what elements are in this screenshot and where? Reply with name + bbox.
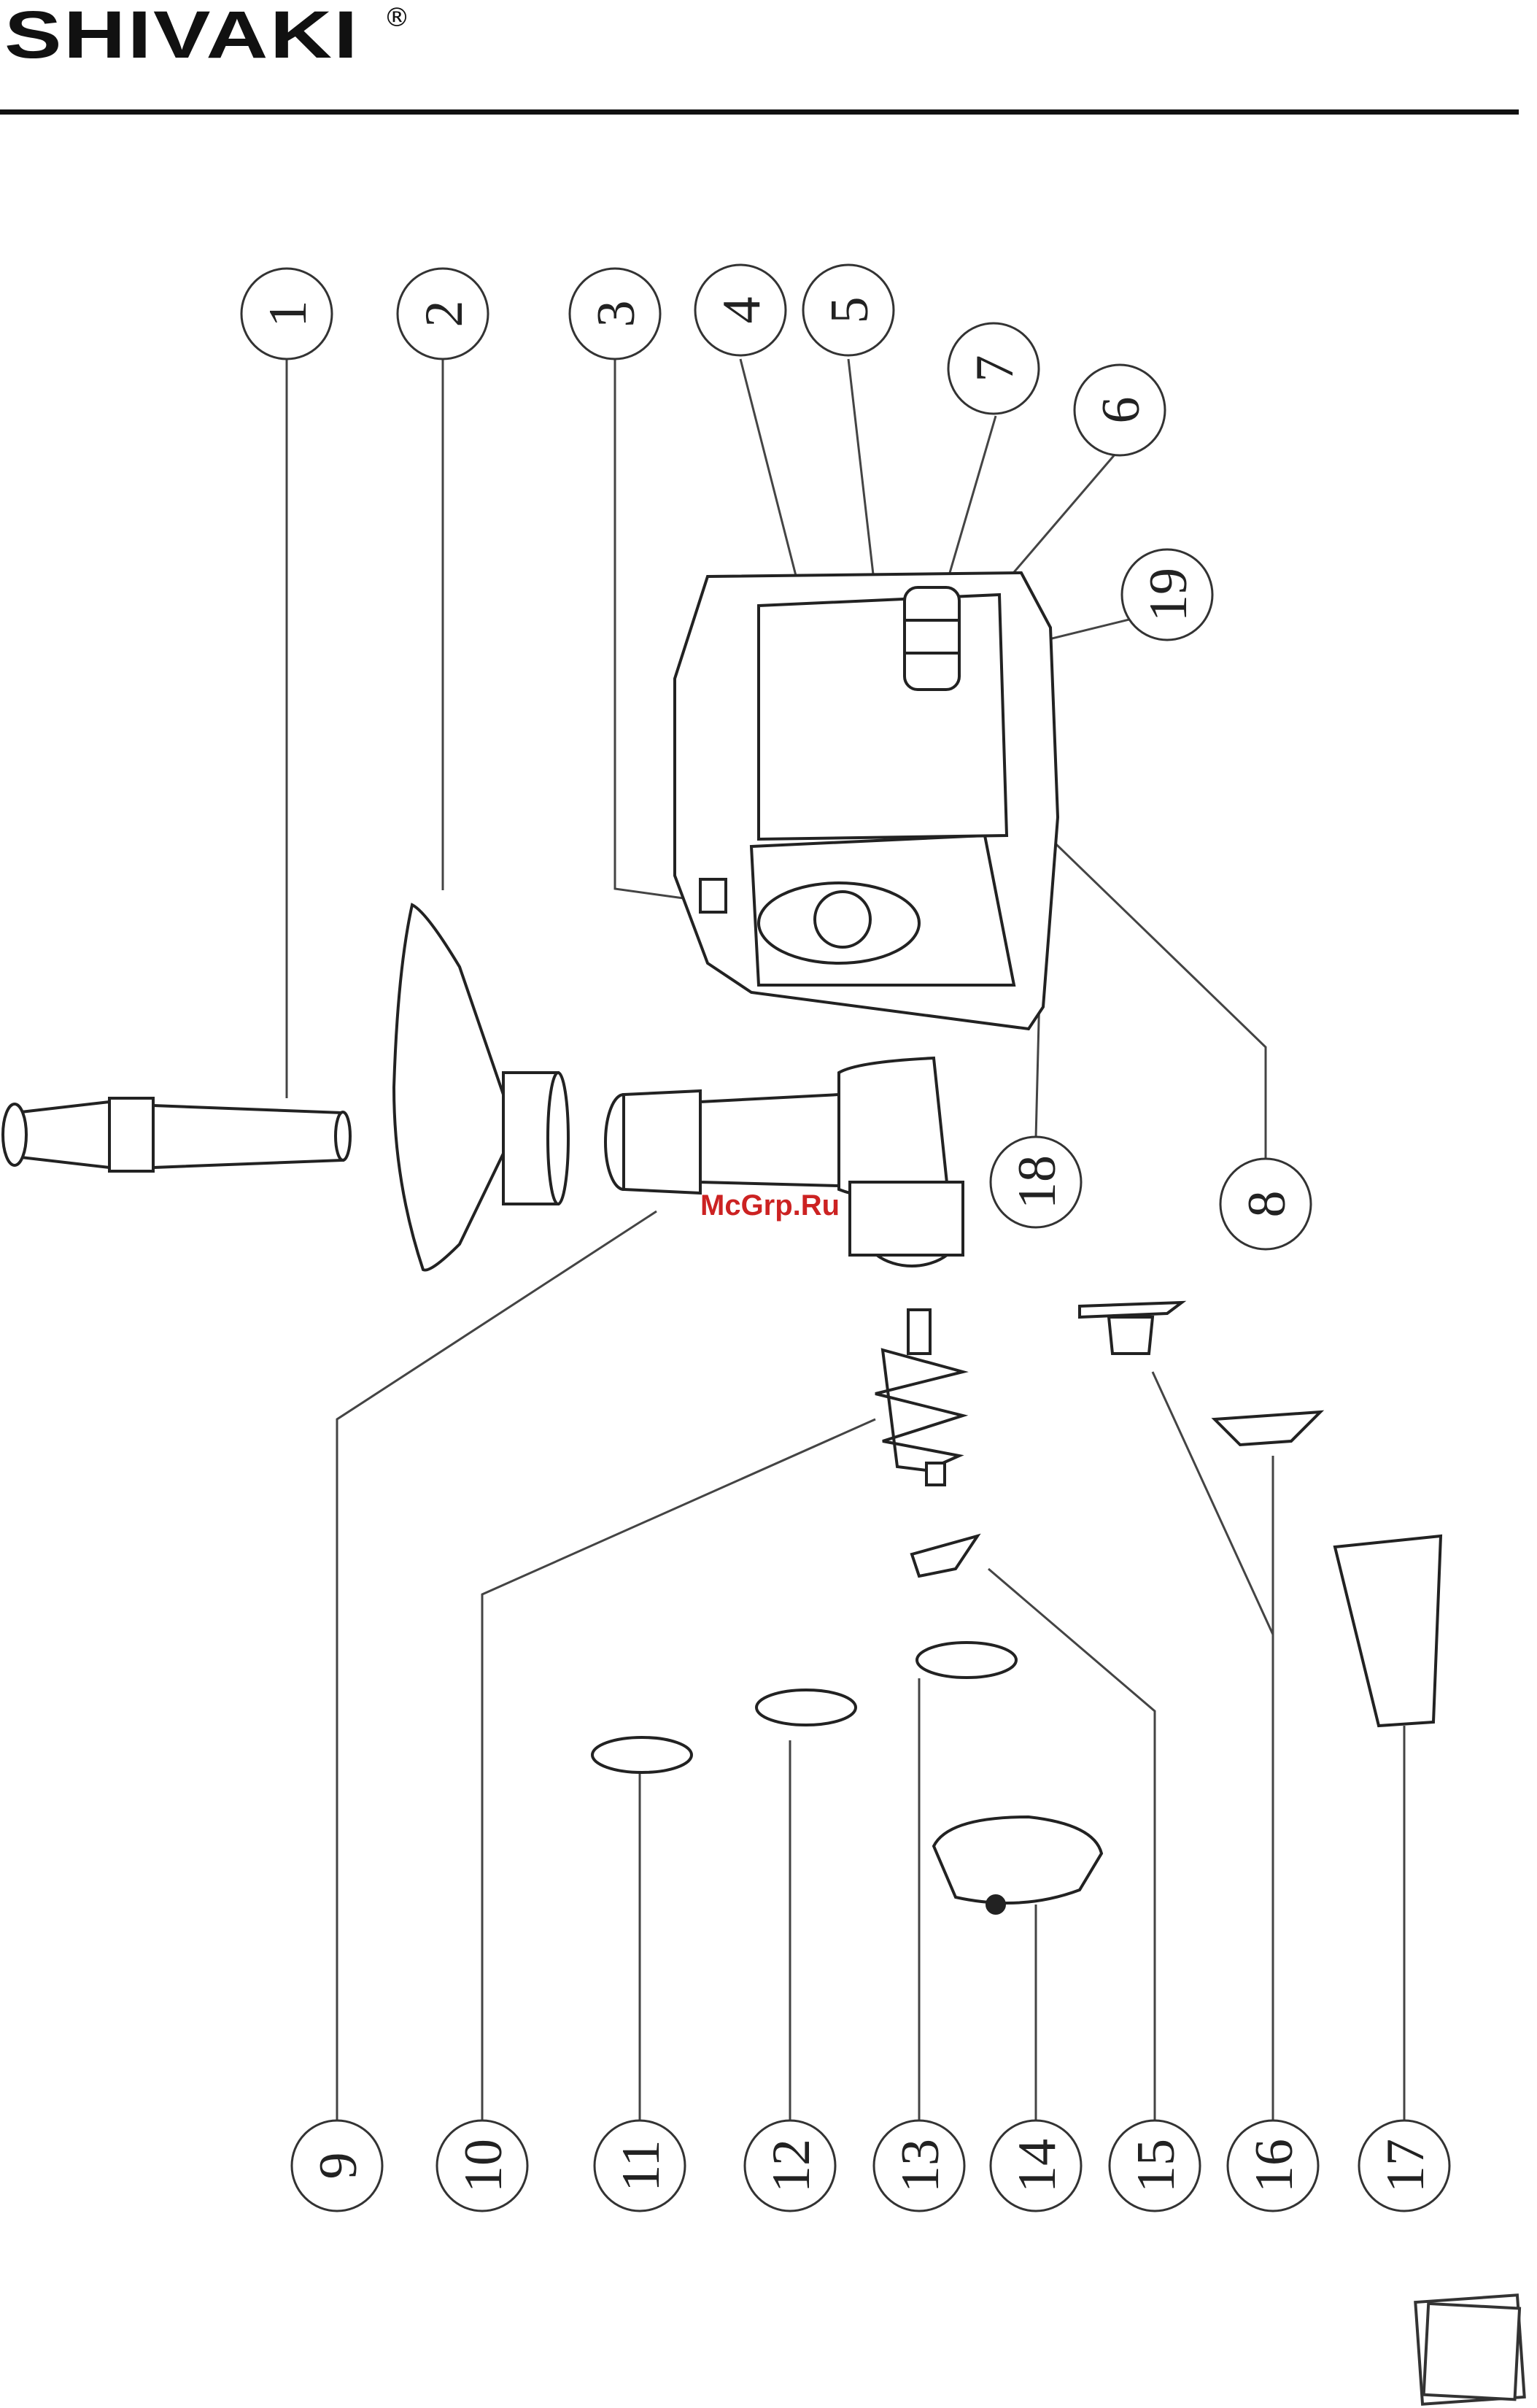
page-corner-icon	[1415, 2295, 1524, 2404]
part-grinder-head	[605, 1058, 963, 1266]
watermark-text: McGrp.Ru	[700, 1189, 840, 1222]
part-motor-unit	[675, 573, 1058, 1029]
leader-line-10	[482, 1419, 875, 2123]
callout-label-6: 6	[1091, 397, 1151, 424]
part-cross-blade	[912, 1536, 977, 1576]
pusher-shaft	[153, 1105, 343, 1168]
locking-ring-notch	[987, 1896, 1004, 1913]
callout-label-7: 7	[965, 355, 1025, 382]
pusher-handle	[15, 1102, 109, 1168]
callout-label-14: 14	[1007, 2139, 1067, 2193]
auger-shaft-end	[926, 1463, 945, 1485]
pusher-end	[336, 1112, 350, 1160]
head-body	[839, 1058, 948, 1199]
callout-label-12: 12	[762, 2139, 821, 2193]
head-inlet-tube	[700, 1095, 839, 1186]
auger-spiral	[875, 1350, 963, 1470]
part-tray	[394, 905, 568, 1270]
callout-label-11: 11	[611, 2139, 671, 2191]
pusher-cap	[3, 1104, 26, 1165]
auger-tip	[908, 1310, 930, 1354]
leader-line-16a	[1153, 1372, 1273, 2123]
callout-label-15: 15	[1126, 2139, 1186, 2193]
switch-panel	[905, 587, 959, 690]
callout-label-2: 2	[414, 301, 474, 328]
callout-label-17: 17	[1376, 2139, 1436, 2193]
motor-drive-socket	[815, 892, 870, 947]
part-sausage-nozzle	[1335, 1536, 1441, 1726]
callout-label-4: 4	[712, 297, 772, 324]
kibbe-cone	[1109, 1317, 1153, 1354]
leader-line-8	[1036, 825, 1266, 1160]
callout-label-1: 1	[258, 301, 318, 328]
tray-plate	[394, 905, 516, 1270]
part-auger	[875, 1310, 963, 1485]
leader-line-9	[337, 1211, 657, 2123]
part-pusher	[3, 1098, 350, 1171]
callout-label-18: 18	[1007, 1155, 1067, 1209]
part-locking-ring	[934, 1817, 1102, 1913]
sausage-nozzle-body	[1335, 1536, 1441, 1726]
part-sausage-attachments	[1080, 1303, 1320, 1445]
callout-label-3: 3	[586, 301, 646, 328]
callout-label-10: 10	[454, 2139, 514, 2193]
callout-label-8: 8	[1237, 1191, 1297, 1218]
callout-label-13: 13	[891, 2139, 951, 2193]
callout-label-19: 19	[1139, 568, 1199, 622]
cutting-plate-fine	[592, 1737, 692, 1772]
tray-neck-rim	[548, 1073, 568, 1204]
release-button	[700, 879, 726, 912]
cutting-plate-medium	[756, 1690, 856, 1725]
callout-label-9: 9	[309, 2153, 368, 2180]
motor-top-panel	[759, 595, 1007, 839]
pusher-ring	[109, 1098, 153, 1171]
spacer-ring	[1215, 1412, 1320, 1445]
kibbe-disc	[1080, 1303, 1182, 1317]
callout-label-16: 16	[1244, 2139, 1304, 2193]
leader-line-6	[1010, 449, 1120, 576]
cutting-plate-coarse	[917, 1643, 1016, 1678]
head-thread	[850, 1182, 963, 1255]
cross-blade-shape	[912, 1536, 977, 1576]
locking-ring-body	[934, 1817, 1102, 1903]
callout-label-5: 5	[820, 297, 880, 324]
head-inlet-collar	[624, 1091, 700, 1193]
